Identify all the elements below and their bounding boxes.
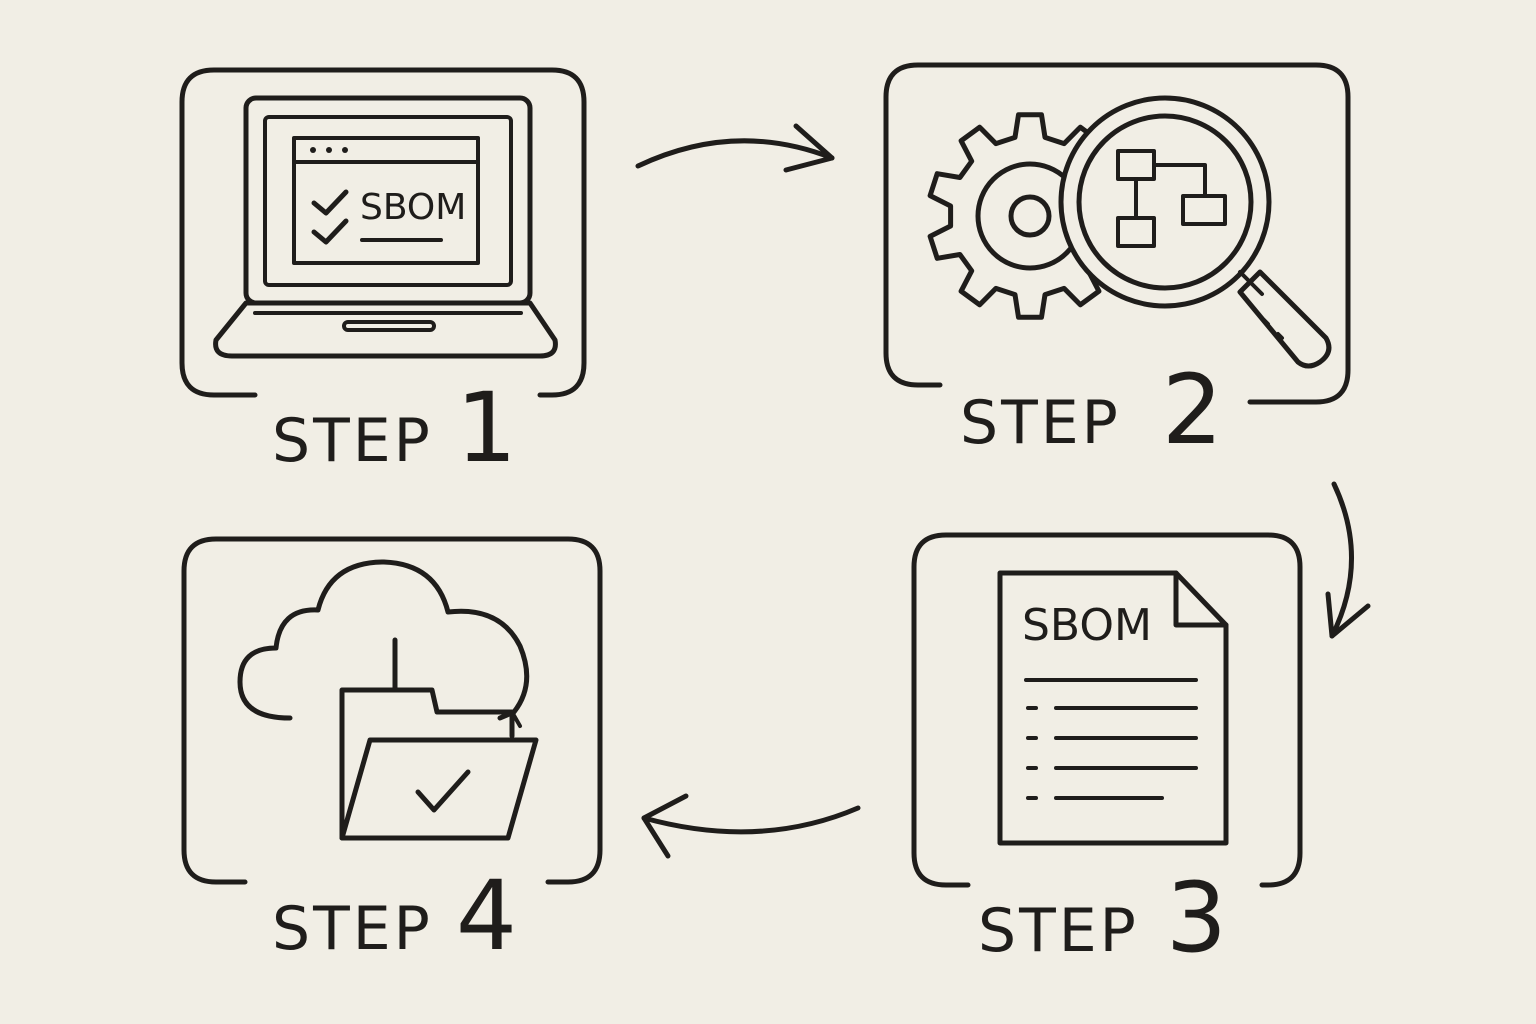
arrow-step3-to-step4 — [641, 793, 861, 859]
step-2-label: STEP 2 — [960, 362, 1223, 458]
step-4-label: STEP 4 — [272, 868, 517, 964]
step-3-word: STEP — [978, 896, 1139, 966]
step-4-number: 4 — [455, 860, 517, 972]
step-2-frame — [883, 62, 1351, 405]
laptop-icon — [213, 95, 558, 359]
step-1-number: 1 — [455, 372, 517, 484]
step-2-number: 2 — [1161, 354, 1223, 466]
step-3-label: STEP 3 — [978, 870, 1227, 966]
step-2-word: STEP — [960, 388, 1121, 458]
magnifier-icon — [1058, 95, 1332, 369]
document-icon — [997, 570, 1229, 846]
step-1-word: STEP — [272, 406, 433, 476]
step-1-frame — [179, 67, 587, 398]
step-1-label: STEP 1 — [272, 380, 517, 476]
step-3-number: 3 — [1165, 862, 1227, 974]
step-3-frame — [911, 532, 1303, 888]
step-4-frame — [181, 536, 603, 885]
laptop-screen-sbom-text: SBOM — [360, 187, 467, 228]
document-sbom-title: SBOM — [1022, 600, 1152, 651]
arrow-step2-to-step3 — [1325, 481, 1371, 639]
arrow-step1-to-step2 — [635, 123, 835, 173]
step-4-word: STEP — [272, 894, 433, 964]
cloud-folder-icon — [237, 559, 539, 841]
